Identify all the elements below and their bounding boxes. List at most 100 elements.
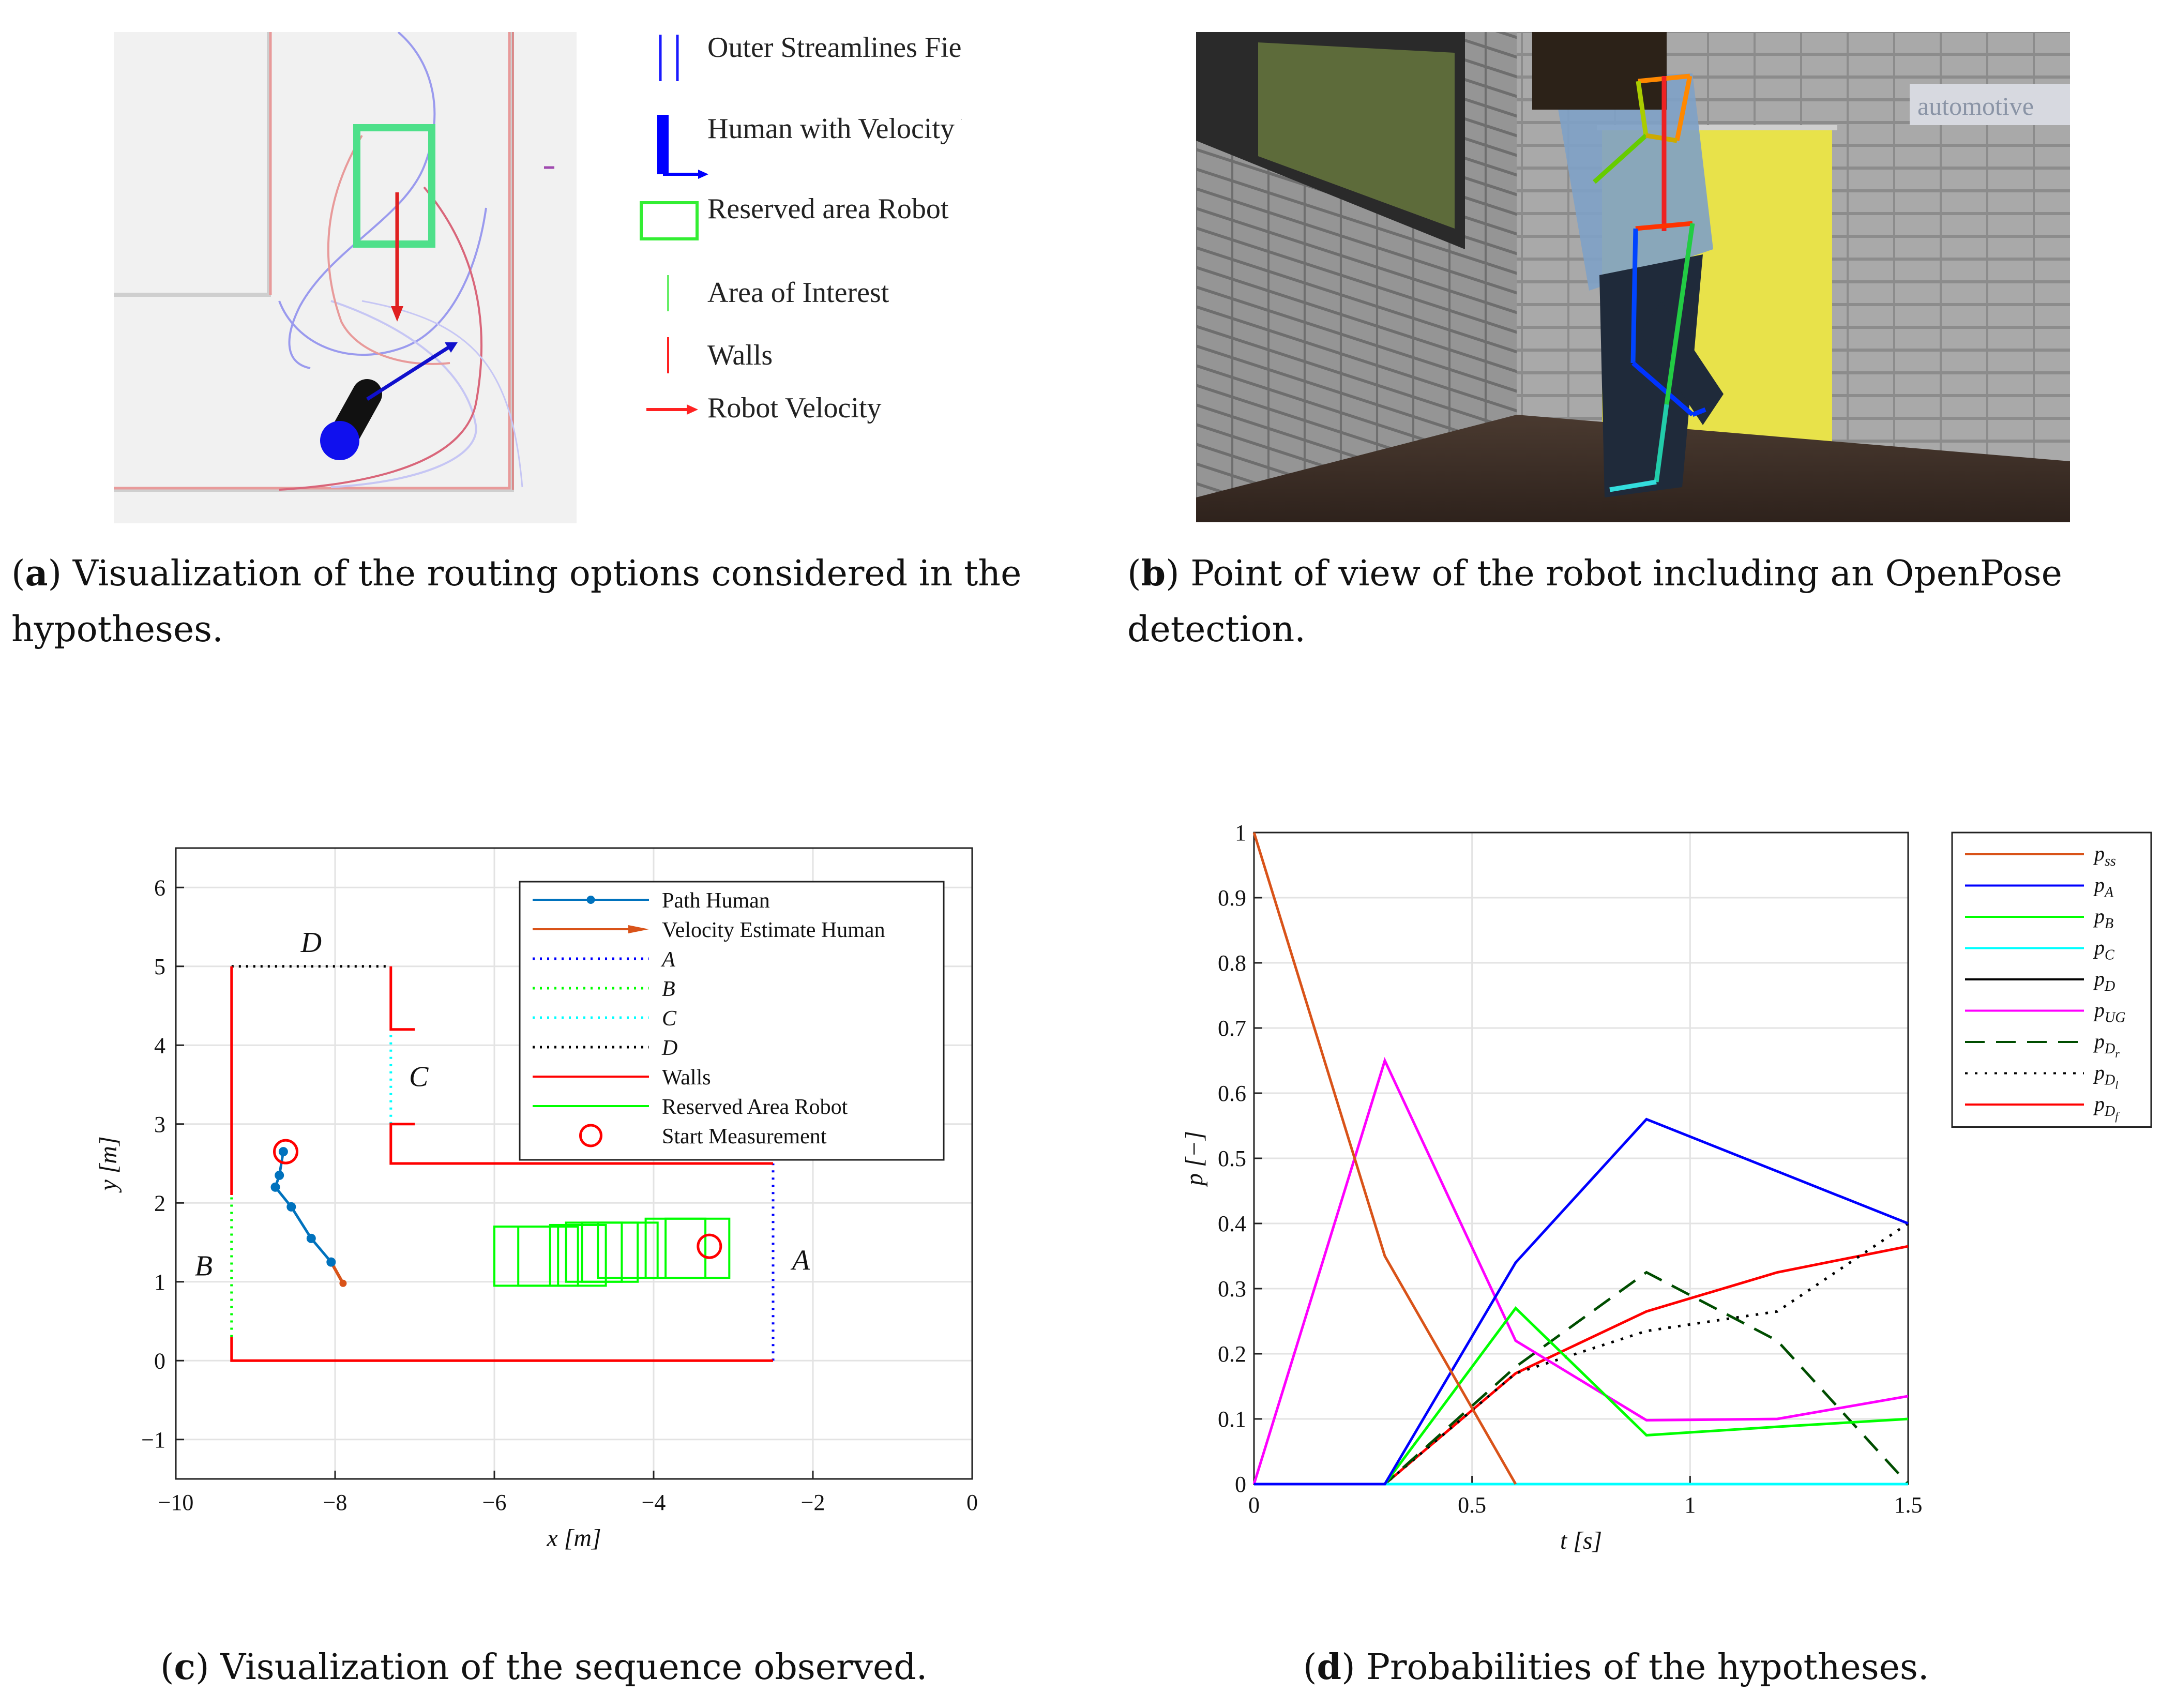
y-tick-label: 0 (154, 1348, 165, 1373)
legend-label: pDf (2093, 1092, 2120, 1123)
legend-label-streamlines: Outer Streamlines Field (707, 32, 962, 64)
legend-label: Velocity Estimate Human (662, 918, 885, 942)
legend-label: pDr (2093, 1030, 2120, 1060)
x-tick-label: 1 (1684, 1492, 1696, 1518)
wall-segment (389, 966, 415, 1031)
y-tick-label: 0.5 (1218, 1146, 1246, 1171)
sign-plate (1910, 84, 2070, 125)
skeleton-limb (1635, 221, 1693, 231)
skeleton-limb (1664, 223, 1695, 405)
sign-text: automotive (1917, 92, 2034, 120)
legend-label-base: p (2093, 967, 2105, 990)
legend-box (519, 881, 945, 1161)
human-velocity-arrowhead (445, 342, 458, 353)
streamline (361, 300, 523, 488)
legend-label-subscript: D (2104, 978, 2115, 994)
x-tick-label: 0 (966, 1490, 978, 1515)
caption-c: (c) Visualization of the sequence observ… (160, 1646, 928, 1688)
caption-letter: d (1317, 1646, 1342, 1688)
legend-label: Walls (662, 1066, 711, 1090)
legend-label-subscript: C (2105, 947, 2114, 963)
caption-a: (a) Visualization of the routing options… (11, 553, 1022, 650)
caption-text: Visualization of the routing options con… (11, 553, 1022, 650)
legend-label-robot-velocity: Robot Velocity (707, 392, 882, 424)
legend-label: Reserved Area Robot (662, 1095, 848, 1119)
caption-d: (d) Probabilities of the hypotheses. (1303, 1646, 1929, 1688)
legend-label: pDl (2093, 1061, 2118, 1092)
legend-label-subscript: B (2105, 916, 2113, 932)
legend-label-base: p (2093, 1061, 2105, 1084)
reserved-area-rect (549, 1223, 607, 1287)
legend-label-line: Reserved area Robot (707, 193, 949, 225)
person-torso (1553, 73, 1713, 291)
caption-b: (b) Point of view of the robot including… (1127, 553, 2062, 650)
skeleton-limb (1674, 75, 1692, 141)
caption-letter: c (174, 1646, 195, 1688)
legend-label: pB (2093, 904, 2113, 932)
grey-wall-outline (114, 32, 271, 297)
routing-visualization: Outer Streamlines Field Human with Veloc… (114, 31, 1037, 523)
poster (1258, 42, 1455, 229)
legend-label: pD (2093, 967, 2115, 994)
path-human-point (286, 1202, 296, 1212)
reserved-area-rect (644, 1217, 707, 1279)
y-axis-label: p [−] (1181, 1131, 1208, 1187)
velocity-arrow-tip (339, 1279, 347, 1287)
area-label-c: C (409, 1061, 429, 1093)
reserved-area-rect (517, 1226, 579, 1287)
series-line-p-a (1254, 1117, 1909, 1486)
path-human-point (270, 1182, 280, 1192)
x-tick-label: −8 (323, 1490, 347, 1515)
legend-label-base: p (2093, 904, 2105, 928)
panel-a: Outer Streamlines Field Human with Veloc… (114, 31, 1037, 523)
legend-swatch-marker (586, 896, 595, 904)
y-tick-label: 0.2 (1218, 1341, 1246, 1367)
streamline (330, 300, 477, 488)
x-tick-label: 0.5 (1458, 1492, 1486, 1518)
legend-label: pUG (2093, 999, 2125, 1026)
reserved-area-robot (353, 124, 435, 248)
y-tick-label: 2 (154, 1190, 165, 1216)
y-tick-label: 1 (1235, 820, 1246, 845)
skeleton-limb (1592, 133, 1648, 184)
legend-label-subscript: D (2104, 1104, 2115, 1120)
streamline (288, 31, 436, 369)
path-human-point (275, 1170, 284, 1180)
caption-letter: a (25, 553, 48, 594)
plot-frame (175, 847, 973, 1480)
legend-label: D (661, 1036, 677, 1060)
legend-label-reserved: Reserved area Robot (707, 193, 949, 225)
legend-label-base: p (2093, 1030, 2105, 1053)
x-tick-label: −10 (158, 1490, 194, 1515)
reserved-area-rect (664, 1217, 731, 1279)
human-velocity-icon (698, 170, 708, 179)
area-label-d: D (300, 927, 322, 959)
x-tick-label: −2 (801, 1490, 825, 1515)
legend-label: A (660, 948, 675, 972)
y-tick-label: 0.6 (1218, 1081, 1246, 1106)
y-tick-label: 0.9 (1218, 885, 1246, 911)
caption-text: Probabilities of the hypotheses. (1366, 1647, 1929, 1688)
grey-wall-outline (114, 32, 514, 492)
wall-line (114, 32, 511, 490)
x-tick-label: 1.5 (1894, 1492, 1923, 1518)
legend-label-subscript: D (2104, 1072, 2115, 1089)
wall-segment (389, 1123, 773, 1165)
legend-label-subsubscript: f (2115, 1110, 2120, 1123)
series-line-p-df (1254, 1245, 1909, 1486)
skeleton-limb (1631, 361, 1694, 417)
legend-label: pA (2093, 873, 2114, 901)
legend-label-area-of-interest: Area of Interest (707, 277, 889, 309)
streamline (327, 134, 450, 365)
skeleton-limb (1691, 407, 1706, 417)
reserved-area-rect (565, 1221, 623, 1283)
door-frame (1597, 125, 1837, 130)
path-human-line (274, 1151, 333, 1263)
openpose-skeleton (1592, 73, 1706, 492)
legend-swatch-arrowhead (628, 925, 649, 933)
y-tick-label: 0 (1235, 1472, 1246, 1497)
